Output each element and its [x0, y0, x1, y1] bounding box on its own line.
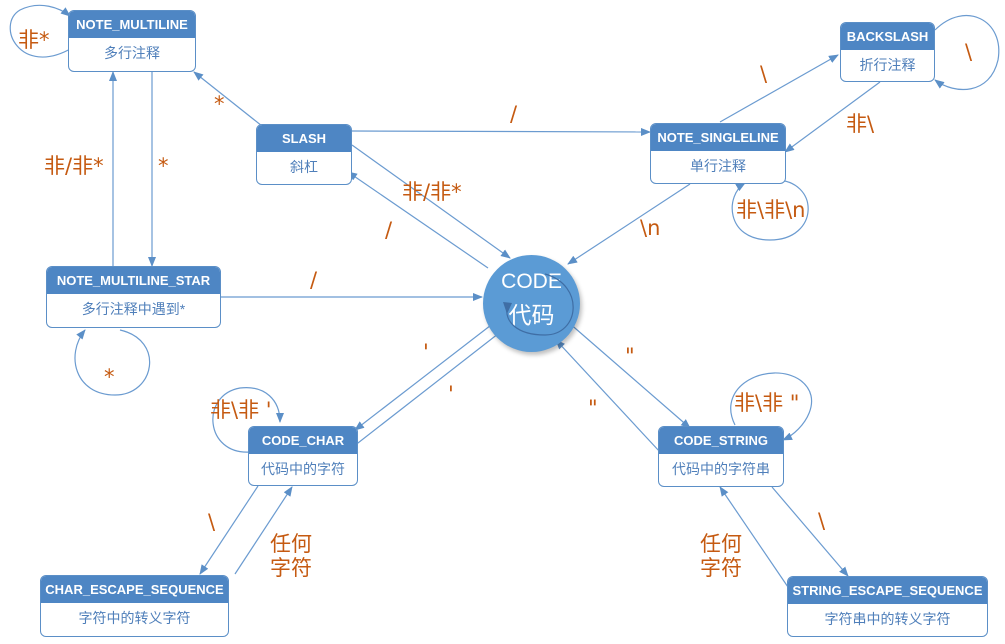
edge-code-to-string	[567, 321, 691, 429]
label-escape-to-char-line1: 任何	[270, 532, 312, 556]
state-note-multiline[interactable]: NOTE_MULTILINE 多行注释	[68, 10, 196, 72]
state-title: NOTE_MULTILINE	[69, 11, 195, 38]
edge-char-self	[212, 387, 284, 453]
label-multiline-back: 非/非*	[44, 154, 104, 178]
label-multiline-to-star: *	[158, 154, 169, 178]
state-code[interactable]: CODE 代码	[483, 255, 580, 352]
state-description: 多行注释	[104, 45, 160, 61]
state-string-escape-sequence[interactable]: STRING_ESCAPE_SEQUENCE 字符串中的转义字符	[787, 576, 988, 637]
edge-star-self	[74, 329, 151, 396]
label-slash-to-singleline: /	[510, 102, 518, 126]
label-escape-to-char: 任何 字符	[270, 532, 312, 580]
state-title: SLASH	[257, 125, 351, 152]
edge-backslash-to-singleline	[784, 81, 881, 153]
label-char-to-code: '	[448, 382, 454, 406]
state-description: 代码中的字符串	[672, 461, 770, 477]
edge-slash-to-singleline	[351, 127, 651, 136]
label-multiline-self: 非*	[18, 28, 50, 52]
state-title: STRING_ESCAPE_SEQUENCE	[788, 577, 987, 604]
label-singleline-self: 非\非\n	[736, 198, 806, 222]
state-char-escape-sequence[interactable]: CHAR_ESCAPE_SEQUENCE 字符中的转义字符	[40, 575, 229, 637]
edge-escape-to-char	[234, 486, 293, 575]
edge-string-to-escape	[771, 486, 849, 577]
state-description: 代码中的字符	[261, 461, 345, 477]
label-string-to-code: "	[588, 396, 598, 420]
edge-slash-to-multiline	[193, 71, 263, 127]
label-singleline-to-code: \n	[640, 216, 661, 240]
state-description: 字符中的转义字符	[78, 610, 191, 626]
label-singleline-to-backslash: \	[760, 62, 768, 86]
edge-slash-to-code	[351, 144, 511, 259]
state-title: CODE_CHAR	[249, 427, 357, 454]
edge-string-to-code	[555, 339, 661, 453]
label-escape-to-char-line2: 字符	[270, 556, 312, 581]
state-title: NOTE_SINGLELINE	[651, 124, 785, 151]
label-backslash-back: 非\	[846, 112, 875, 136]
state-code-title: CODE	[501, 270, 562, 293]
state-slash[interactable]: SLASH 斜杠	[256, 124, 352, 185]
label-slash-to-code: 非/非*	[402, 180, 462, 204]
label-code-to-slash: /	[385, 218, 393, 242]
state-title: CODE_STRING	[659, 427, 783, 454]
label-code-to-string: "	[625, 344, 635, 368]
label-char-to-escape: \	[208, 510, 216, 534]
state-title: BACKSLASH	[841, 23, 934, 50]
edge-code-to-char	[354, 321, 496, 431]
state-title: NOTE_MULTILINE_STAR	[47, 267, 220, 294]
state-note-singleline[interactable]: NOTE_SINGLELINE 单行注释	[650, 123, 786, 184]
edge-multiline-self	[9, 4, 73, 58]
label-slash-to-multiline: *	[214, 92, 225, 116]
state-code-subtitle: 代码	[508, 302, 555, 328]
state-description: 多行注释中遇到*	[81, 301, 186, 317]
state-description: 斜杠	[290, 159, 318, 175]
edge-singleline-to-code	[567, 183, 691, 265]
state-code-char[interactable]: CODE_CHAR 代码中的字符	[248, 426, 358, 486]
edge-escape-to-string	[719, 486, 791, 591]
label-escape-to-string-line2: 字符	[700, 556, 742, 581]
state-description: 折行注释	[859, 57, 916, 73]
label-star-self: *	[104, 365, 115, 389]
edge-string-self	[730, 372, 813, 441]
edge-backslash-self	[934, 14, 1000, 91]
label-star-to-code: /	[310, 268, 318, 292]
state-description: 字符串中的转义字符	[824, 611, 951, 627]
state-description: 单行注释	[690, 158, 746, 174]
state-title: CHAR_ESCAPE_SEQUENCE	[41, 576, 228, 603]
label-escape-to-string-line1: 任何	[700, 532, 742, 556]
edge-char-to-escape	[199, 485, 259, 575]
label-escape-to-string: 任何 字符	[700, 532, 742, 580]
edge-code-to-slash	[347, 171, 489, 269]
label-string-to-escape: \	[818, 509, 826, 533]
label-string-self: 非\非 "	[734, 391, 800, 415]
label-code-to-char: '	[423, 340, 429, 364]
state-code-string[interactable]: CODE_STRING 代码中的字符串	[658, 426, 784, 487]
edge-singleline-to-backslash	[719, 54, 839, 123]
state-backslash[interactable]: BACKSLASH 折行注释	[840, 22, 935, 82]
edge-char-to-code	[339, 329, 504, 458]
label-char-self: 非\非 '	[210, 398, 272, 422]
label-backslash-self: \	[965, 40, 973, 64]
state-note-multiline-star[interactable]: NOTE_MULTILINE_STAR 多行注释中遇到*	[46, 266, 221, 328]
edge-singleline-self	[731, 179, 809, 241]
